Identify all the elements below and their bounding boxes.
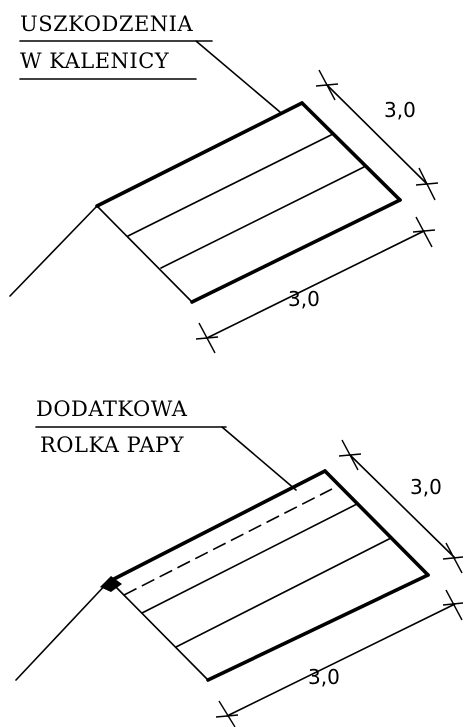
leader-line-bottom <box>221 426 297 491</box>
label-top-line2: W KALENICY <box>20 49 170 73</box>
diagram-top: USZKODZENIA W KALENICY 3,0 3,0 <box>9 12 439 354</box>
eave-edge-bottom <box>206 573 430 682</box>
dim-line-bottom-bottom <box>226 603 456 717</box>
ridge-edge-top <box>95 101 304 208</box>
dim-line-side-bottom <box>349 454 456 559</box>
dim-tick-side-top-a <box>315 69 339 101</box>
left-edge-bottom <box>109 580 209 681</box>
strip-line-top-1 <box>127 133 334 237</box>
right-edge-top <box>300 101 402 202</box>
label-bottom-line1: DODATKOWA <box>36 397 188 421</box>
dim-tick-bottom-bottom-a <box>215 700 239 727</box>
dim-tick-bottom-top-a <box>195 322 219 354</box>
dim-tick-side-top-b <box>415 167 439 201</box>
diagram-bottom: DODATKOWA ROLKA PAPY 3,0 3,0 <box>15 397 464 727</box>
left-edge-top <box>96 205 193 303</box>
dim-bottom-bottom: 3,0 <box>308 665 340 689</box>
dim-tick-bottom-bottom-b <box>442 589 464 621</box>
dim-tick-side-bottom-a <box>338 439 362 471</box>
right-edge-bottom <box>323 469 430 577</box>
strip-line-top-2 <box>160 165 367 269</box>
dim-tick-side-bottom-b <box>442 542 464 574</box>
strip-line-bottom-2 <box>175 537 392 648</box>
extra-roll-dashed-line <box>123 488 333 596</box>
strip-line-bottom-1 <box>141 503 358 614</box>
ridge-edge-bottom <box>108 469 327 583</box>
dim-line-bottom-top <box>206 230 425 339</box>
dim-tick-bottom-top-b <box>412 216 436 248</box>
roof-left-slope-top <box>9 205 98 297</box>
roof-left-slope-bottom <box>15 579 111 681</box>
leader-line-top <box>195 40 281 113</box>
label-top-line1: USZKODZENIA <box>20 12 193 36</box>
dim-side-bottom: 3,0 <box>410 475 442 499</box>
dim-side-top: 3,0 <box>384 98 416 122</box>
label-bottom-line2: ROLKA PAPY <box>40 433 185 457</box>
eave-edge-top <box>190 198 402 304</box>
dim-bottom-top: 3,0 <box>288 287 320 311</box>
dim-line-side-top <box>326 84 428 185</box>
